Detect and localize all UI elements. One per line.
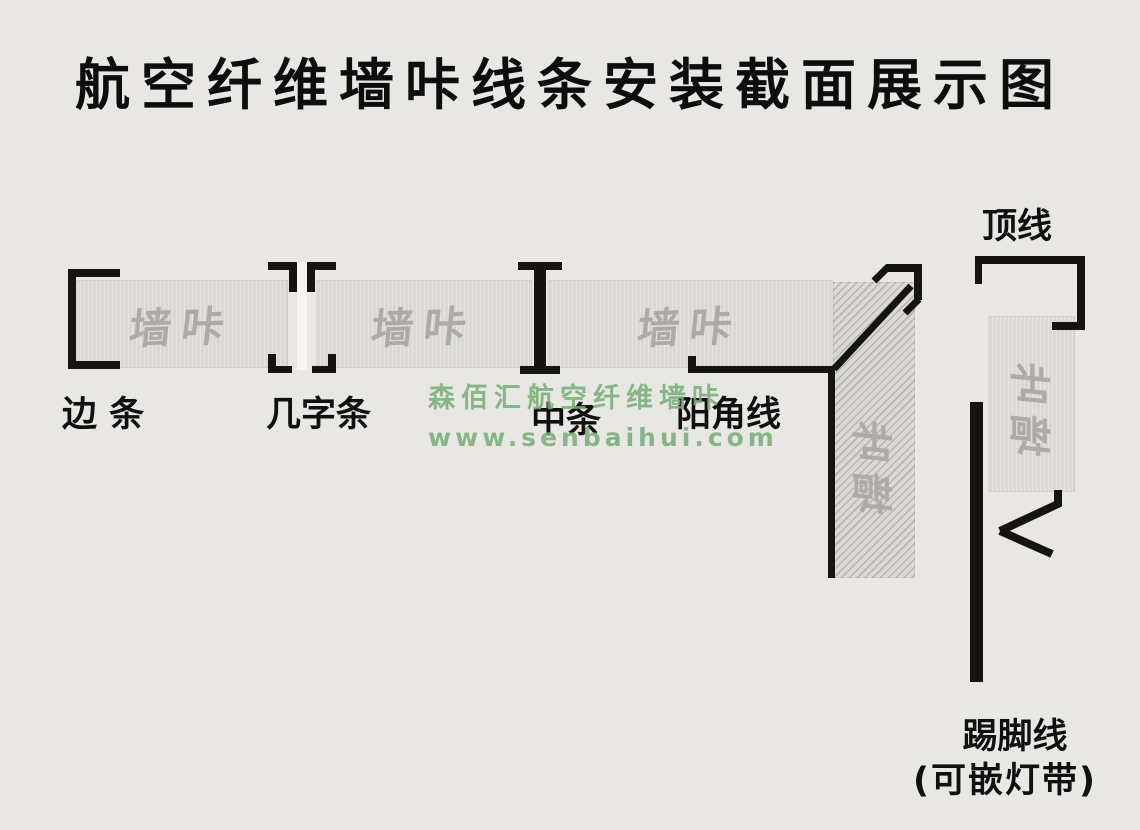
label-ji-strip: 几字条 <box>266 395 372 435</box>
label-crown-line: 顶线 <box>982 207 1053 247</box>
panel-watermark: 墙咔 <box>126 300 237 354</box>
label-edge-strip: 边 条 <box>62 395 145 435</box>
panel-joint-gap <box>297 262 307 370</box>
corner-apex-tip-left <box>871 264 891 284</box>
wall-line <box>970 402 983 682</box>
label-middle-strip: 中条 <box>531 401 602 441</box>
wall-panel-1: 墙咔 <box>76 280 288 368</box>
label-skirting-note: (可嵌灯带) <box>913 761 1097 801</box>
panel-watermark: 墙咔 <box>846 407 896 517</box>
skirting-profile <box>998 490 1062 558</box>
panel-watermark: 墙咔 <box>635 300 745 354</box>
label-outside-corner: 阳角线 <box>676 395 782 435</box>
wall-panel-corner-vertical: 墙咔 <box>833 282 915 578</box>
brand-watermark-text: 森佰汇航空纤维墙咔 <box>428 383 725 414</box>
label-skirting-line: 踢脚线 <box>962 717 1068 757</box>
panel-watermark: 墙咔 <box>1004 349 1054 459</box>
brand-watermark-url: www.senbaihui.com <box>428 423 778 452</box>
wall-panel-3: 墙咔 <box>548 280 833 368</box>
wall-panel-2: 墙咔 <box>316 280 532 368</box>
page-title: 航空纤维墙咔线条安装截面展示图 <box>74 53 1065 117</box>
wall-panel-right: 墙咔 <box>988 316 1075 492</box>
panel-watermark: 墙咔 <box>368 300 479 354</box>
